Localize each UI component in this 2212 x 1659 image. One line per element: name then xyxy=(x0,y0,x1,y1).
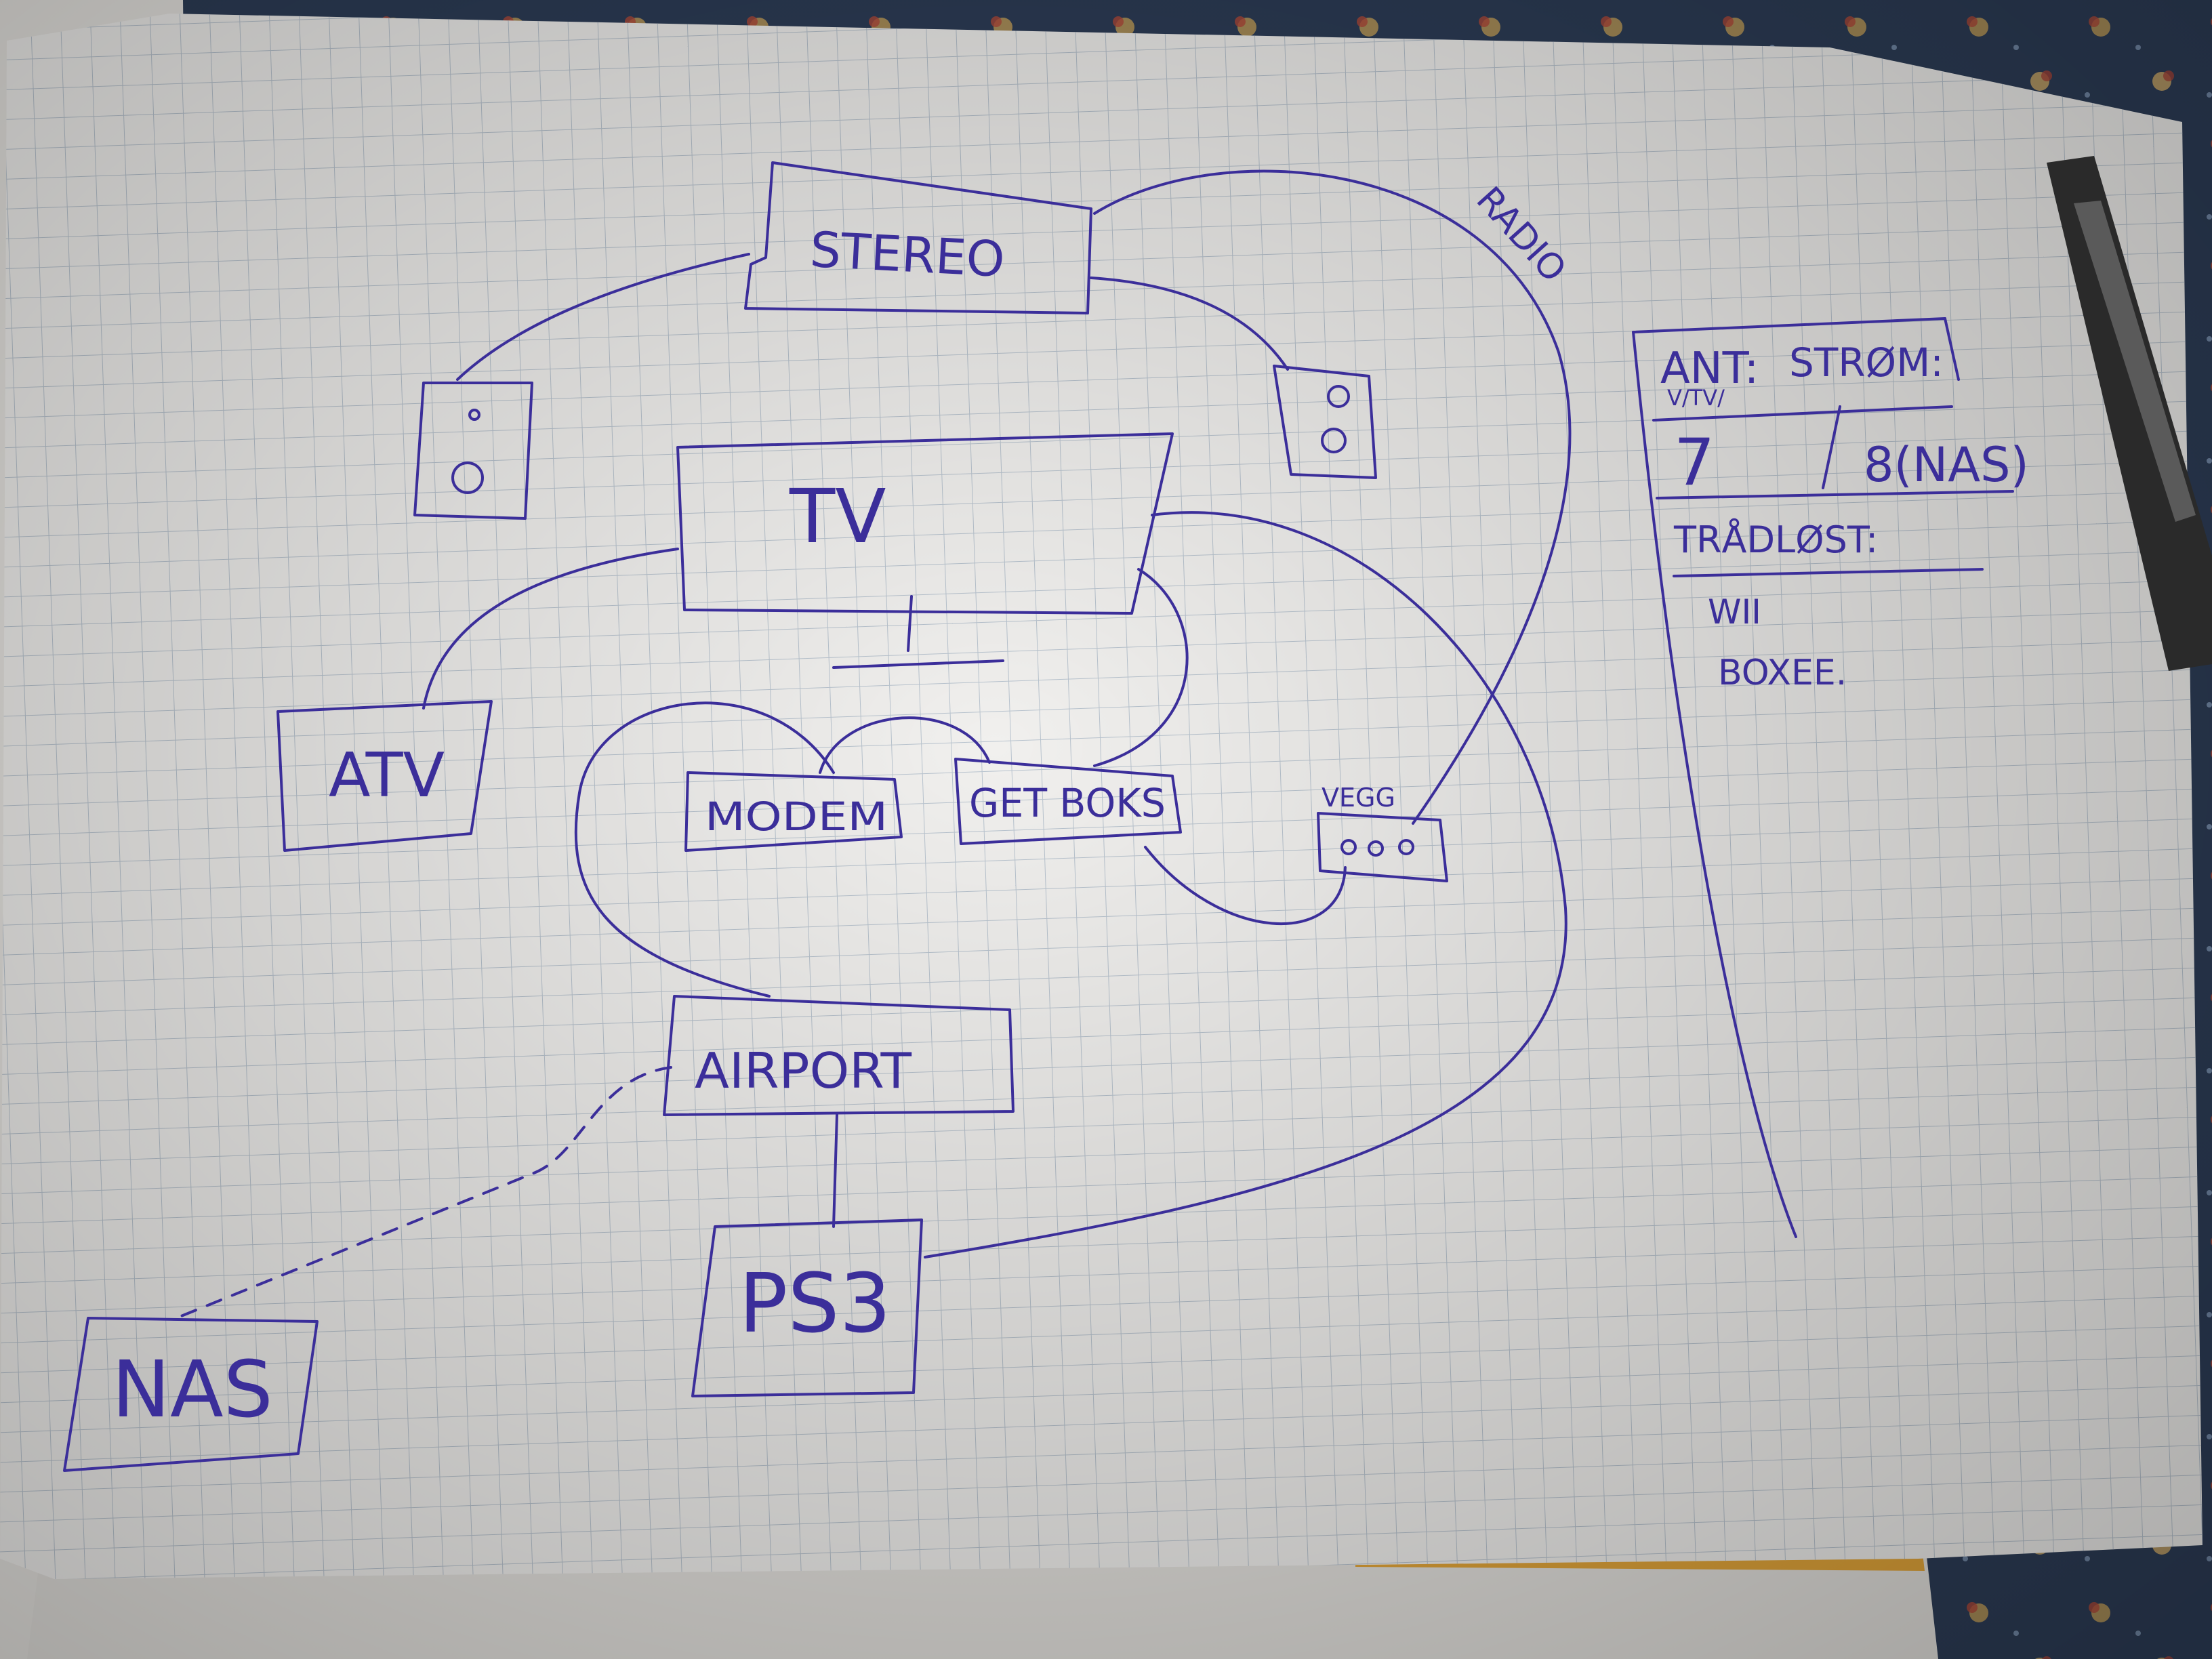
nas-label: NAS xyxy=(112,1345,273,1435)
airport-to-nas-wireless xyxy=(175,1066,672,1319)
table-section-line xyxy=(1673,568,1984,577)
airport-label: AIRPORT xyxy=(695,1042,912,1099)
stereo-to-right-speaker xyxy=(1090,276,1289,371)
stereo-to-left-speaker xyxy=(456,253,750,381)
table-header-line xyxy=(1652,405,1953,422)
tv-to-get-box xyxy=(1093,568,1189,767)
airport-to-ps3 xyxy=(832,1113,838,1228)
stereo-box xyxy=(744,161,1092,314)
table-mid-divider xyxy=(1822,405,1841,489)
pen xyxy=(2047,156,2212,671)
modem-box xyxy=(684,771,903,852)
atv-box xyxy=(276,700,493,852)
modem-to-get-box xyxy=(819,716,991,774)
modem-loop-to-airport xyxy=(574,701,835,998)
table-value-left: 7 xyxy=(1674,426,1715,500)
ps3-box xyxy=(691,1218,923,1397)
table-value-right: 8(NAS) xyxy=(1864,437,2029,493)
vegg-socket-2-icon xyxy=(1368,840,1384,857)
right-speaker-driver-bottom-icon xyxy=(1321,428,1347,453)
stereo-radio-antenna xyxy=(1093,169,1572,825)
table-item-boxee: BOXEE. xyxy=(1718,653,1847,693)
left-speaker xyxy=(413,382,533,520)
get-box-box xyxy=(954,758,1182,845)
table-header-left: ANT: xyxy=(1660,344,1759,394)
get-box-label: GET BOKS xyxy=(969,780,1166,826)
airport-box xyxy=(663,995,1015,1116)
ps3-label: PS3 xyxy=(739,1257,891,1351)
tv-box xyxy=(676,432,1174,615)
tv-to-ps3 xyxy=(924,511,1568,1258)
table-right-top-line xyxy=(1944,317,1960,381)
vegg-label: VEGG xyxy=(1322,783,1395,813)
table-section-title: TRÅDLØST: xyxy=(1673,518,1878,561)
table-value-line xyxy=(1656,490,2014,499)
right-speaker-driver-top-icon xyxy=(1327,385,1350,408)
tv-stand xyxy=(832,595,1004,669)
modem-label: MODEM xyxy=(705,794,888,840)
table-top-line xyxy=(1632,317,1946,333)
stereo-label: STEREO xyxy=(808,221,1006,288)
vegg-socket-3-icon xyxy=(1398,839,1414,855)
table-header-left-sub: V/TV/ xyxy=(1667,385,1725,411)
nas-box xyxy=(63,1317,319,1472)
tv-label: TV xyxy=(789,473,886,560)
table-header-right: STRØM: xyxy=(1789,340,1944,386)
atv-label: ATV xyxy=(329,740,445,811)
vegg-socket-1-icon xyxy=(1340,839,1357,855)
vegg-box xyxy=(1317,812,1448,882)
table-vertical-line xyxy=(1632,331,1797,1238)
left-speaker-woofer-icon xyxy=(451,462,484,494)
right-speaker xyxy=(1273,365,1377,479)
table-item-wii: WII xyxy=(1708,592,1761,632)
left-speaker-tweeter-icon xyxy=(468,409,480,421)
vegg-to-get-box xyxy=(1144,846,1347,926)
tv-to-atv xyxy=(422,548,679,710)
